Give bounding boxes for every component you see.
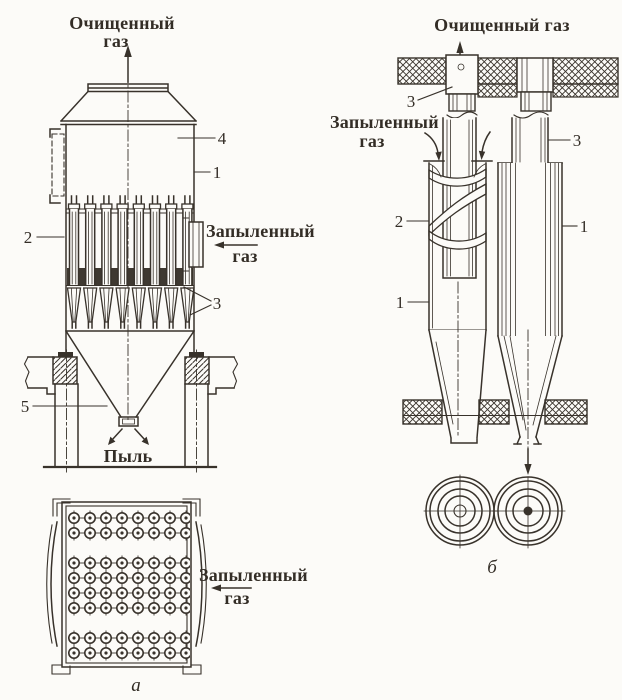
svg-text:5: 5 (21, 397, 30, 416)
dusty-gas-label-a-line1: Запыленный (206, 221, 315, 241)
plan-dusty-gas-arrow (211, 584, 252, 592)
part-label-1-left-b: 1 (396, 293, 430, 312)
element-outlet-circles (423, 474, 566, 549)
part-label-4-a: 4 (177, 129, 227, 148)
part-label-2-a: 2 (24, 228, 65, 247)
part-label-3-a: 3 (183, 286, 222, 316)
part-label-1-right-b: 1 (562, 217, 589, 236)
svg-text:1: 1 (213, 163, 222, 182)
dusty-gas-curved-arrows-b (423, 130, 492, 161)
svg-text:2: 2 (395, 212, 404, 231)
dusty-gas-label-b-line1: Запыленный (330, 112, 439, 132)
plan-outer-casing (61, 501, 192, 668)
access-door (49, 128, 65, 204)
clean-gas-label-a-line1: Очищенный (69, 13, 175, 33)
diagram-b-elevation: Очищенный газ (330, 15, 619, 578)
dust-down-arrow-b (524, 448, 532, 475)
dusty-gas-arrow-a (214, 241, 258, 249)
right-tube-flange (520, 91, 552, 112)
support-right (184, 349, 239, 473)
svg-text:3: 3 (407, 92, 416, 111)
caption-a: а (131, 675, 141, 696)
svg-text:3: 3 (213, 294, 222, 313)
pipe-break-marks (446, 111, 549, 119)
dust-hopper (64, 329, 196, 427)
bottom-plate (402, 399, 588, 425)
plan-tube-grid (68, 510, 190, 661)
part-label-3-right-b: 3 (548, 131, 582, 150)
part-label-2-b: 2 (395, 212, 429, 231)
outlet-circle-left (423, 474, 498, 549)
svg-text:1: 1 (580, 217, 589, 236)
clean-gas-label-a-line2: газ (103, 31, 128, 51)
right-tube-collar (516, 57, 554, 93)
cone-left-fill (429, 330, 486, 443)
part-label-3-top-b: 3 (407, 86, 453, 111)
dusty-gas-label-a-line2: газ (232, 246, 257, 266)
part-label-5-a: 5 (21, 397, 108, 416)
diagram-a-plan: Запыленный газ а (46, 498, 308, 696)
svg-text:1: 1 (396, 293, 405, 312)
outer-shell-right (497, 162, 563, 337)
exhaust-header-box (445, 54, 479, 95)
cyclone-element-external (497, 117, 563, 449)
plan-side-flanges (46, 521, 207, 647)
support-left (23, 349, 79, 473)
dusty-gas-label-b-line2: газ (359, 131, 384, 151)
plan-corner-brackets (51, 498, 202, 675)
plan-dusty-gas-label-line2: газ (224, 588, 249, 608)
diagram-a-elevation: Очищенный газ 4 1 (21, 13, 315, 473)
outlet-circle-right (491, 476, 566, 549)
dusty-gas-inlet-a (182, 211, 204, 278)
part-label-1-a: 1 (193, 163, 222, 182)
vessel-top-flange (59, 83, 198, 126)
svg-text:3: 3 (573, 131, 582, 150)
plan-dusty-gas-label-line1: Запыленный (199, 565, 308, 585)
dust-outlet-arrows (108, 427, 149, 445)
clean-gas-label-b: Очищенный газ (434, 15, 570, 35)
cyclone-element-sectioned (423, 117, 493, 444)
caption-b: б (487, 557, 498, 578)
dust-label: Пыль (104, 446, 153, 466)
left-tube-flange (448, 93, 476, 112)
svg-text:4: 4 (218, 129, 227, 148)
exhaust-tube-right (511, 117, 549, 163)
cyclone-tube-battery (66, 195, 195, 329)
top-plate (397, 57, 619, 98)
lower-tube-sheet-dust-band (67, 268, 193, 285)
cone-left (428, 329, 487, 444)
svg-text:2: 2 (24, 228, 33, 247)
bolt-hole-icon (457, 63, 465, 71)
cone-right (497, 335, 563, 438)
